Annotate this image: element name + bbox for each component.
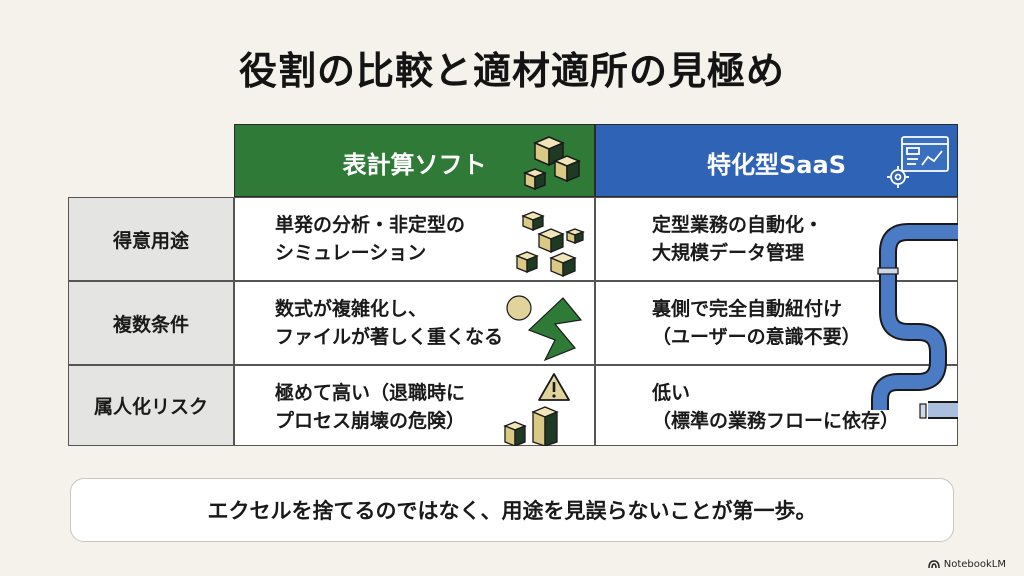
brand-watermark: NotebookLM xyxy=(928,559,1006,570)
cubes-icon xyxy=(515,211,585,277)
cell-text: 低い （標準の業務フローに依存） xyxy=(652,382,900,432)
comparison-table: 表計算ソフト 特化型SaaS xyxy=(68,124,958,446)
cell-text: 裏側で完全自動紐付け （ユーザーの意識不要） xyxy=(652,298,861,348)
cell-text: 極めて高い（退職時に プロセス崩壊の危険） xyxy=(275,382,466,432)
dashboard-window-icon xyxy=(887,136,949,188)
cubes-icon xyxy=(503,406,559,446)
column-header-saas: 特化型SaaS xyxy=(595,124,958,197)
cell-multiple-conditions-spreadsheet: 数式が複雑化し、 ファイルが著しく重くなる xyxy=(234,281,595,365)
cell-text: 定型業務の自動化・ 大規模データ管理 xyxy=(652,214,824,264)
row-label-multiple-conditions: 複数条件 xyxy=(68,281,234,365)
pipe-icon xyxy=(871,223,958,419)
brand-label: NotebookLM xyxy=(943,559,1006,570)
cubes-icon xyxy=(522,136,581,191)
page-title: 役割の比較と適材適所の見極め xyxy=(238,49,785,93)
conclusion-box: エクセルを捨てるのではなく、用途を見誤らないことが第一歩。 xyxy=(70,478,954,542)
conclusion-text: エクセルを捨てるのではなく、用途を見誤らないことが第一歩。 xyxy=(207,499,817,523)
warning-icon xyxy=(538,373,570,401)
shapes-icon xyxy=(506,295,583,362)
cell-personalization-risk-spreadsheet: 極めて高い（退職時に プロセス崩壊の危険） xyxy=(234,365,595,446)
column-header-saas-label: 特化型SaaS xyxy=(707,151,846,179)
column-header-spreadsheet-label: 表計算ソフト xyxy=(342,151,487,179)
row-label-use-case: 得意用途 xyxy=(68,197,234,281)
cell-text: 数式が複雑化し、 ファイルが著しく重くなる xyxy=(275,298,504,348)
row-label-personalization-risk: 属人化リスク xyxy=(68,365,234,446)
column-header-spreadsheet: 表計算ソフト xyxy=(234,124,595,197)
cell-use-case-spreadsheet: 単発の分析・非定型の シミュレーション xyxy=(234,197,595,281)
notebooklm-logo-icon xyxy=(928,560,940,569)
gear-icon xyxy=(887,166,909,188)
cell-text: 単発の分析・非定型の シミュレーション xyxy=(275,214,466,264)
